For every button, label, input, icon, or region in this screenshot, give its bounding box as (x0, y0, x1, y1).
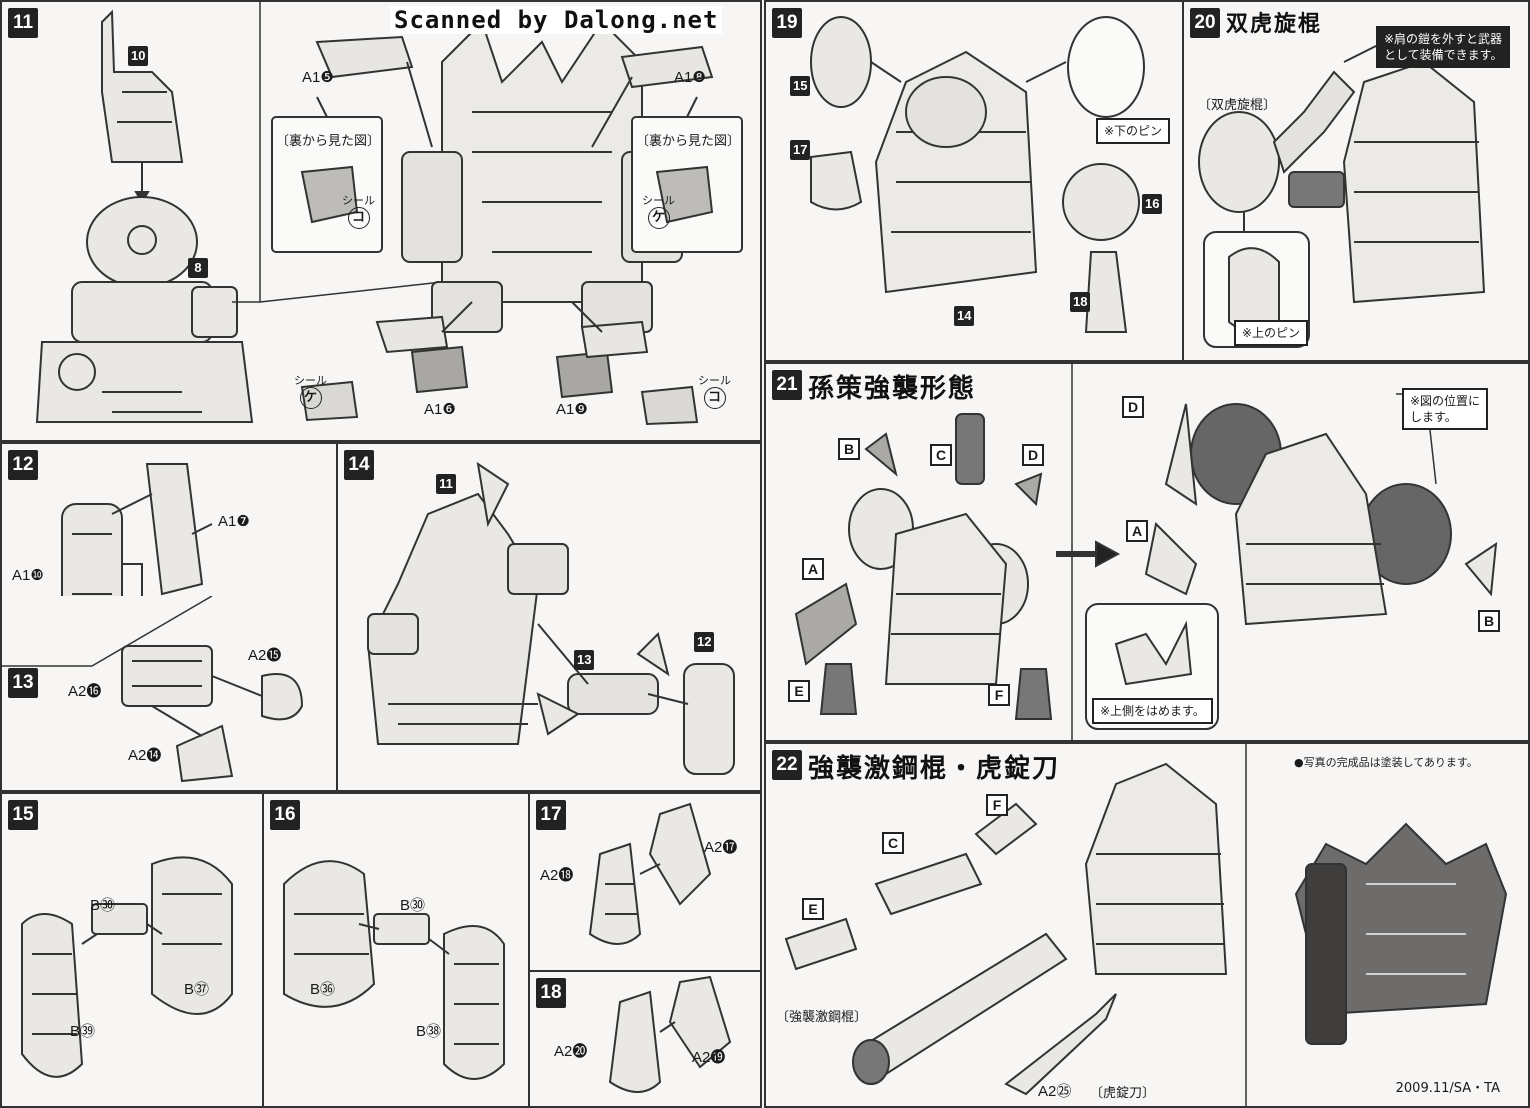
position-note: ※図の位置に します。 (1402, 388, 1489, 431)
step-15-shoulder-armor-illustration (21, 856, 233, 1078)
weapon-name-label: 〔双虎旋棍〕 (1198, 98, 1277, 113)
part-13-tag: 13 (574, 650, 595, 670)
part-label-b37: B㊲ (184, 981, 210, 998)
step-16-panel: 16 B㉚ B㊱ B㊳ (262, 792, 530, 1108)
part-label-a2-20: A2⓴ (554, 1043, 588, 1060)
part-letter-a-right: A (1126, 520, 1148, 542)
part-letter-c: C (882, 832, 904, 854)
step-number: 18 (536, 978, 566, 1008)
back-view-label-left: 〔裏から見た図〕 (276, 134, 381, 149)
part-label-a2-16: A2⓰ (68, 683, 102, 700)
part-letter-f-left: F (988, 684, 1010, 706)
part-letter-e-left: E (788, 680, 810, 702)
staff-weapon-label: 〔強襲激鋼棍〕 (776, 1010, 868, 1025)
part-11-tag: 11 (436, 474, 456, 494)
scan-watermark: Scanned by Dalong.net (390, 6, 723, 34)
step-number: 13 (8, 668, 38, 698)
step-13-panel: 13 A2⓯ A2⓰ A2⓮ (0, 596, 338, 792)
step-20-title: 双虎旋棍 (1226, 12, 1323, 37)
step-21-assault-mode-illustration (794, 364, 1498, 740)
step-15-panel: 15 B㉚ B㊲ B㊴ (0, 792, 264, 1108)
part-label-b30: B㉚ (400, 897, 426, 914)
step-19-shoulder-assembly-illustration (810, 16, 1145, 333)
weapon-equip-note: ※肩の鎧を外すと武器 として装備できます。 (1376, 26, 1511, 69)
step-16-shoulder-armor-illustration (283, 860, 505, 1080)
part-label-a2-17: A2⓱ (704, 839, 738, 856)
step-11-head-assembly-illustration (35, 2, 743, 426)
step-number: 21 (772, 370, 802, 400)
lower-pin-note: ※下のピン (1096, 118, 1171, 145)
step-number: 15 (8, 800, 38, 830)
part-label-a1-7: A1❼ (218, 513, 250, 530)
sticker-ko-lower: シールコ (698, 374, 731, 410)
part-letter-f: F (986, 794, 1008, 816)
part-label-a1-10: A1❿ (12, 567, 44, 584)
step-number: 20 (1190, 8, 1220, 38)
step-19-panel: 19 15 17 16 18 14 ※下のピン (764, 0, 1184, 362)
part-label-b36: B㊱ (310, 981, 336, 998)
step-11-panel: 11 (0, 0, 762, 442)
step-18-foot-part-illustration (608, 975, 732, 1093)
sticker-ke-lower: シールケ (294, 374, 327, 410)
part-label-a2-14: A2⓮ (128, 747, 162, 764)
back-view-label-right: 〔裏から見た図〕 (636, 134, 741, 149)
step-22-weapons-illustration (784, 744, 1508, 1106)
part-letter-b-right: B (1478, 610, 1500, 632)
part-letter-c-left: C (930, 444, 952, 466)
step-number: 14 (344, 450, 374, 480)
photo-painted-note: ●写真の完成品は塗装してあります。 (1294, 756, 1478, 769)
upper-side-fit-note: ※上側をはめます。 (1092, 698, 1213, 725)
part-label-a2-18: A2⓲ (540, 867, 574, 884)
sticker-ke-upper: シールケ (642, 194, 675, 230)
part-label-b30: B㉚ (90, 897, 116, 914)
part-label-a2-15: A2⓯ (248, 647, 282, 664)
part-8-tag: 8 (188, 258, 208, 278)
part-letter-b-left: B (838, 438, 860, 460)
part-label-a2-19: A2⓳ (692, 1049, 726, 1066)
step-14-panel: 14 11 13 12 (336, 442, 762, 792)
part-15-tag: 15 (790, 76, 811, 96)
step-21-title: 孫策強襲形態 (808, 374, 977, 404)
part-label-a1-6: A1❻ (424, 401, 456, 418)
step-number: 16 (270, 800, 300, 830)
step-14-assembly-illustration (366, 461, 735, 775)
step-number: 11 (8, 8, 38, 38)
part-14-tag: 14 (954, 306, 975, 326)
step-13-launcher-illustration (2, 596, 304, 783)
step-18-panel: 18 A2⓴ A2⓳ (528, 970, 762, 1108)
step-number: 22 (772, 750, 802, 780)
step-20-panel: 20 双虎旋棍 ※肩の鎧を外すと武器 として装備できます。 〔双虎旋棍〕 ※上の… (1182, 0, 1530, 362)
step-22-panel: 22 強襲激鋼棍・虎錠刀 F C E 〔強襲激鋼棍〕 A2㉕ 〔虎錠刀〕 ●写真… (764, 742, 1530, 1108)
part-letter-d-right: D (1122, 396, 1144, 418)
part-16-tag: 16 (1142, 194, 1163, 214)
print-code: 2009.11/SA・TA (1395, 1081, 1500, 1096)
upper-pin-note: ※上のピン (1234, 320, 1309, 347)
part-label-b39: B㊴ (70, 1023, 96, 1040)
part-12-tag: 12 (694, 632, 715, 652)
step-22-title: 強襲激鋼棍・虎錠刀 (808, 754, 1061, 784)
part-10-tag: 10 (128, 46, 149, 66)
part-letter-a-left: A (802, 558, 824, 580)
sword-weapon-label: 〔虎錠刀〕 (1090, 1086, 1156, 1101)
step-17-foot-part-illustration (588, 802, 712, 945)
part-letter-e: E (802, 898, 824, 920)
step-17-panel: 17 A2⓱ A2⓲ (528, 792, 762, 972)
part-letter-d-left: D (1022, 444, 1044, 466)
part-label-a1-8: A1❽ (674, 69, 706, 86)
part-label-a1-5: A1❺ (302, 69, 334, 86)
step-number: 19 (772, 8, 802, 38)
part-18-tag: 18 (1070, 292, 1091, 312)
part-label-b38: B㊳ (416, 1023, 442, 1040)
step-number: 17 (536, 800, 566, 830)
step-21-panel: 21 孫策強襲形態 (764, 362, 1530, 742)
sticker-ko-upper: シールコ (342, 194, 375, 230)
part-17-tag: 17 (790, 140, 811, 160)
step-number: 12 (8, 450, 38, 480)
part-label-a2-25: A2㉕ (1038, 1083, 1072, 1100)
part-label-a1-9: A1❾ (556, 401, 588, 418)
